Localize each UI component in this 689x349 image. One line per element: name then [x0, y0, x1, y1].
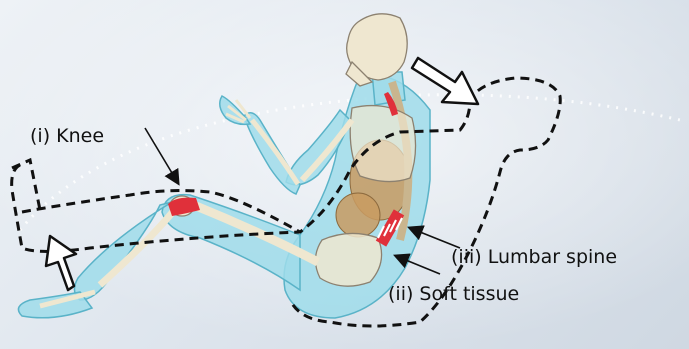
- knee-label: (i) Knee: [30, 127, 104, 146]
- lumbar-spine-label: (iii) Lumbar spine: [451, 248, 617, 267]
- intestines: [336, 193, 380, 237]
- soft-tissue-label: (ii) Soft tissue: [388, 285, 519, 304]
- pelvis: [315, 233, 381, 286]
- ribcage: [350, 106, 415, 182]
